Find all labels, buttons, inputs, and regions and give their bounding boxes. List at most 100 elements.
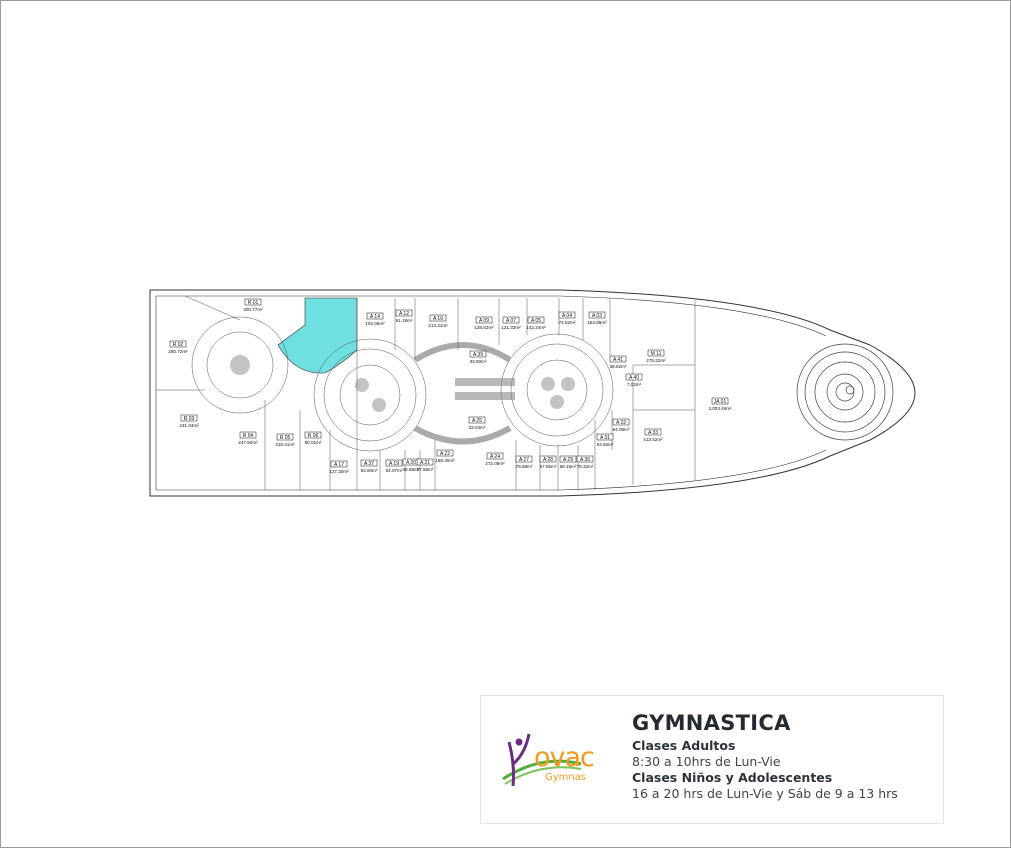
- adult-classes-schedule: 8:30 a 10hrs de Lun-Vie: [632, 754, 781, 769]
- unit-area: 138.52m²: [474, 325, 494, 330]
- unit-ja01[interactable]: JA 013,003.46m²: [708, 397, 732, 411]
- unit-area: 79.68m²: [516, 464, 533, 469]
- unit-area: 153.89m²: [587, 320, 607, 325]
- unit-area: 247.50m²: [238, 440, 258, 445]
- unit-id: A 28: [543, 457, 553, 463]
- unit-id-box: [469, 350, 487, 358]
- unit-id: R 05: [280, 435, 291, 441]
- unit-id: A 07: [506, 318, 516, 324]
- unit-id: R 02: [173, 342, 184, 348]
- unit-area: 53.60m²: [361, 468, 378, 473]
- unit-area: 413.42m²: [643, 437, 663, 442]
- unit-id: A 09: [479, 318, 489, 324]
- adult-classes-heading: Clases Adultos: [632, 738, 736, 753]
- unit-id-box: [429, 314, 447, 322]
- unit-area: 33.04m²: [469, 425, 486, 430]
- unit-id: A 41: [613, 357, 623, 363]
- unit-id-box: [625, 373, 643, 381]
- unit-area: 213.31m²: [428, 323, 448, 328]
- unit-area: 91.18m²: [396, 318, 413, 323]
- unit-id-box: [475, 316, 493, 324]
- logo-text: ovac: [534, 742, 595, 773]
- unit-id-box: [644, 428, 662, 436]
- unit-id-box: [304, 431, 322, 439]
- unit-id: A 19: [389, 461, 399, 467]
- unit-id: A 37: [364, 461, 374, 467]
- activity-info-card: ovac Gymnas GYMNASTICA Clases Adultos 8:…: [480, 695, 944, 824]
- unit-id: A 33: [648, 430, 658, 436]
- unit-area: 74.52m²: [559, 320, 576, 325]
- unit-id-box: [647, 349, 665, 357]
- unit-area: 127.20m²: [329, 469, 349, 474]
- kids-classes-heading: Clases Niños y Adolescentes: [632, 770, 833, 785]
- unit-id-box: [395, 309, 413, 317]
- unit-id: A 27: [519, 457, 529, 463]
- unit-a40[interactable]: A 407.03m²: [625, 373, 643, 387]
- unit-id: R 03: [184, 416, 195, 422]
- unit-id: A 39: [473, 352, 483, 358]
- unit-id-box: [609, 355, 627, 363]
- unit-id: A 29: [563, 457, 573, 463]
- unit-id: JA 01: [714, 399, 727, 405]
- activity-title: GYMNASTICA: [632, 711, 791, 735]
- ovac-gymnastics-logo: ovac Gymnas: [501, 724, 595, 794]
- unit-id: A 30: [580, 457, 590, 463]
- unit-id-box: [239, 431, 257, 439]
- unit-id: A 03: [592, 313, 602, 319]
- unit-area: 57.55m²: [417, 467, 434, 472]
- unit-id-box: [711, 397, 729, 405]
- unit-id: R 01: [248, 300, 259, 306]
- unit-area: 102.06m²: [365, 321, 385, 326]
- unit-id-box: [596, 433, 614, 441]
- unit-id-box: [612, 418, 630, 426]
- unit-id-box: [558, 311, 576, 319]
- unit-id-box: [588, 311, 606, 319]
- unit-id-box: [527, 316, 545, 324]
- unit-id-box: [559, 455, 577, 463]
- unit-id: A 40: [629, 375, 639, 381]
- unit-area: 188.30m²: [435, 458, 455, 463]
- gymnast-figure-icon: [502, 733, 582, 787]
- unit-area: 78.32m²: [577, 464, 594, 469]
- unit-id: A 04: [562, 313, 572, 319]
- unit-id-box: [169, 340, 187, 348]
- unit-id: A 24: [490, 454, 500, 460]
- unit-id-box: [468, 416, 486, 424]
- unit-id: A 14: [370, 314, 380, 320]
- unit-area: 3,003.46m²: [708, 406, 732, 411]
- unit-id-box: [360, 459, 378, 467]
